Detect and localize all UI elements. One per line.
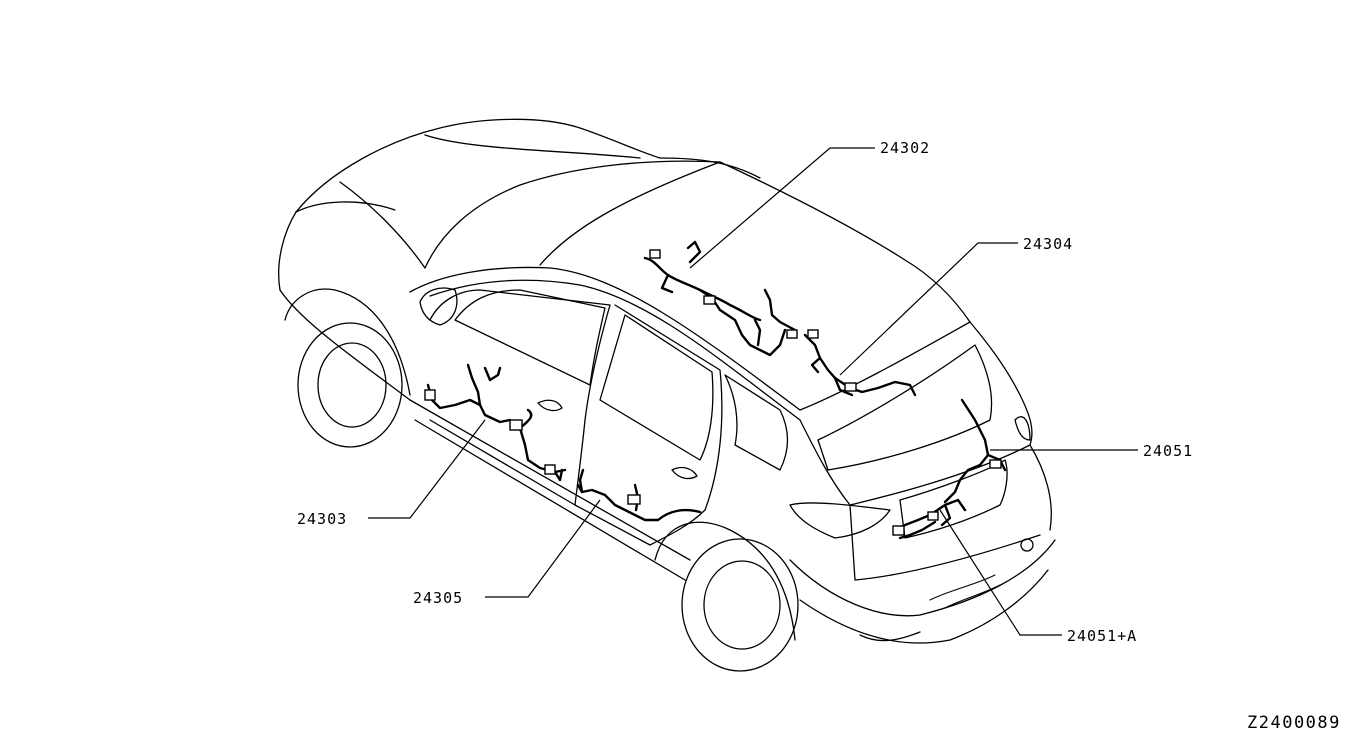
figure-code: Z2400089: [1247, 713, 1341, 733]
leader-24305: [485, 499, 601, 598]
callout-24305: 24305: [413, 589, 463, 607]
connector-24303-b: [509, 419, 523, 431]
vehicle-outline: [278, 118, 1056, 672]
connector-24051a-b: [927, 511, 939, 521]
leader-24303: [368, 419, 486, 519]
callout-24051a: 24051+A: [1067, 627, 1137, 645]
leader-24302: [689, 147, 875, 269]
callout-24304: 24304: [1023, 235, 1073, 253]
harness-24302: [643, 240, 798, 357]
connector-24051-a: [989, 459, 1002, 469]
harness-24305: [576, 468, 702, 522]
harness-24303: [424, 363, 567, 482]
harness-24304: [803, 329, 917, 397]
connector-24302-a: [649, 249, 661, 259]
leader-lines: [368, 147, 1138, 636]
connector-24302-c: [786, 329, 798, 339]
callout-labels: 24302 24304 24051 24303 24305 24051+A: [297, 139, 1193, 645]
connector-24304-a: [807, 329, 819, 339]
callout-24302: 24302: [880, 139, 930, 157]
connector-24303-c: [544, 464, 556, 475]
harness-24051: [943, 398, 1007, 504]
connector-24304-b: [844, 382, 857, 392]
callout-24051: 24051: [1143, 442, 1193, 460]
harness-24051a: [892, 498, 967, 540]
connector-24302-b: [703, 295, 716, 305]
connector-24305-a: [627, 494, 641, 505]
callout-24303: 24303: [297, 510, 347, 528]
leader-24304: [839, 242, 1018, 376]
connector-24051a-a: [892, 525, 905, 536]
connector-24303-a: [424, 389, 436, 401]
leader-24051a: [939, 509, 1062, 636]
